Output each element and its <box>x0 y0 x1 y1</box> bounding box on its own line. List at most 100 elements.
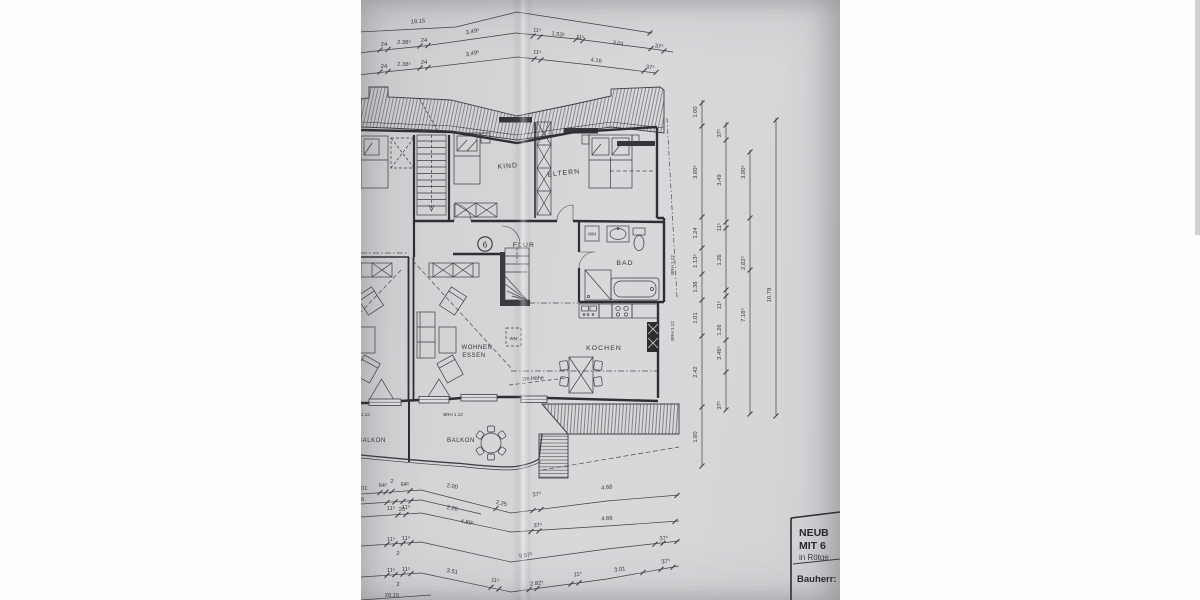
dim-label-partial: 01 <box>361 486 367 492</box>
wm-wohnen-label: WM <box>510 336 518 341</box>
dim-label: 64⁵ <box>401 481 410 488</box>
brh-kitchen: BRH 1.12 <box>670 321 675 341</box>
dim-label: 2.82⁵ <box>740 256 747 270</box>
title-line2: MIT 6 <box>799 540 826 552</box>
fridge-unit <box>647 322 659 352</box>
dim-label: 7.18⁵ <box>740 308 747 322</box>
dim-label: 3.60⁵ <box>692 165 699 179</box>
dim-label: 9.57⁵ <box>519 551 534 560</box>
dim-label-partial: 6 <box>361 497 364 503</box>
dim-label: 3.49⁵ <box>465 49 480 59</box>
dim-label: 3.48⁵ <box>716 346 723 360</box>
dim-chains-right <box>699 100 779 469</box>
dresser-kind <box>454 202 498 218</box>
dim-label: 2 <box>396 551 399 557</box>
door-arcs <box>453 203 596 269</box>
sofa-group <box>416 286 468 384</box>
dim-label: 2.00 <box>446 483 458 491</box>
dim-label: 24 <box>381 64 388 70</box>
wm-bad-label: WM <box>588 232 596 237</box>
bathroom-fixtures <box>584 225 660 301</box>
dim-label: 24 <box>421 60 428 66</box>
title-line3: in Rötge <box>799 553 829 562</box>
dim-label: 25 <box>399 507 405 513</box>
floor-plan-drawing: KIND ELTERN FLUR BAD KOCHEN WOHNEN ESSEN… <box>361 11 840 600</box>
bed-eltern <box>581 134 640 189</box>
title-line4: Bauherr: <box>797 574 837 585</box>
dim-label: 11⁵ <box>402 504 411 511</box>
wardrobe-column <box>536 121 552 216</box>
floor-plan-photo: KIND ELTERN FLUR BAD KOCHEN WOHNEN ESSEN… <box>361 0 840 600</box>
room-label-kochen: KOCHEN <box>586 345 622 352</box>
walls <box>361 122 666 462</box>
kitchen-fixtures <box>578 303 659 319</box>
room-label-bad: BAD <box>616 260 633 267</box>
dim-chains-bottom <box>361 487 680 600</box>
dim-label: 3.49⁵ <box>465 27 480 37</box>
dim-label: 2 <box>390 479 393 485</box>
dim-label: 2.82⁵ <box>530 579 545 587</box>
room-label-balkon-left: BALKON <box>361 438 386 444</box>
dim-label: 11⁵ <box>387 567 396 574</box>
dim-label: 11⁵ <box>533 26 543 34</box>
dim-label: 4.68 <box>601 516 613 523</box>
dim-label: 2.42 <box>693 366 699 377</box>
brh-bad: BRH 1.12 <box>670 255 675 275</box>
dim-chains-top <box>361 11 674 76</box>
dim-label: 11⁵ <box>387 536 396 543</box>
balcony <box>361 394 548 471</box>
dormer-triangles <box>368 378 453 401</box>
dim-label: 2 <box>396 582 399 588</box>
dim-label: 37⁵ <box>716 400 723 409</box>
dim-label: 37⁵ <box>654 42 664 50</box>
dim-label: 20.15 <box>385 593 400 599</box>
dim-label: 3.01 <box>612 40 624 48</box>
room-label-essen: ESSEN <box>462 353 485 359</box>
sideboard-right-unit <box>428 262 480 278</box>
dim-label: 1.13⁵ <box>692 254 699 268</box>
dim-label: 24 <box>421 38 428 44</box>
dim-label: 3.51 <box>446 568 458 576</box>
dim-label: 37⁵ <box>645 63 655 71</box>
dim-label: 37⁵ <box>659 535 669 543</box>
wm-niche <box>505 327 522 347</box>
dim-label: 2.38⁵ <box>397 39 411 46</box>
dim-label: 1.26 <box>717 324 723 335</box>
dim-label: 3.80⁵ <box>740 165 747 179</box>
height-note: 2m Höhe <box>522 375 544 383</box>
dim-label: 37⁵ <box>661 557 671 565</box>
room-labels: KIND ELTERN FLUR BAD KOCHEN WOHNEN ESSEN… <box>361 162 633 444</box>
dim-label: 11⁵ <box>576 33 586 41</box>
dim-label: 37⁵ <box>716 128 723 137</box>
room-label-wohnen: WOHNEN <box>462 345 493 351</box>
dim-label: 4.68 <box>601 484 613 491</box>
title-line1: NEUB <box>799 527 829 539</box>
dim-label: 1.01 <box>693 312 699 323</box>
dim-label: 4.16 <box>590 57 602 65</box>
room-label-flur: FLUR <box>513 242 535 249</box>
dim-label: 11⁵ <box>490 576 500 585</box>
unit-number: 6 <box>483 239 488 249</box>
dim-label: 37⁵ <box>532 490 542 498</box>
shaft-box <box>390 137 415 169</box>
dim-label: 3.49 <box>717 174 723 185</box>
sideboard-left-unit <box>361 262 393 384</box>
room-label-balkon-right: BALKON <box>447 438 475 444</box>
image-edge-sliver <box>1195 0 1200 235</box>
balcony-table-set <box>475 425 507 461</box>
dim-label: 4.89⁵ <box>460 518 475 528</box>
dim-label: 19.15 <box>410 19 425 26</box>
dim-label: 11⁵ <box>402 535 411 542</box>
bed-left-unit <box>361 135 389 189</box>
dim-label: 11⁵ <box>402 566 411 573</box>
dim-label: 3.01 <box>614 566 626 573</box>
dim-labels-bottom: 64⁵ 2 64⁵ 2.00 2.25 37⁵ 4.68 11⁵ 11⁵ 2.2… <box>361 479 671 599</box>
staircase-straight <box>416 97 447 216</box>
dim-label: 2.25 <box>495 500 507 508</box>
dim-label: 10.79 <box>767 288 773 303</box>
dim-label: 1.38 <box>693 281 699 292</box>
dim-labels-top: 19.15 24 2.38⁵ 24 3.49⁵ 11⁵ 1.53⁵ 11⁵ 3.… <box>381 19 665 72</box>
staircase-winder <box>500 247 530 306</box>
dining-table <box>559 356 603 394</box>
